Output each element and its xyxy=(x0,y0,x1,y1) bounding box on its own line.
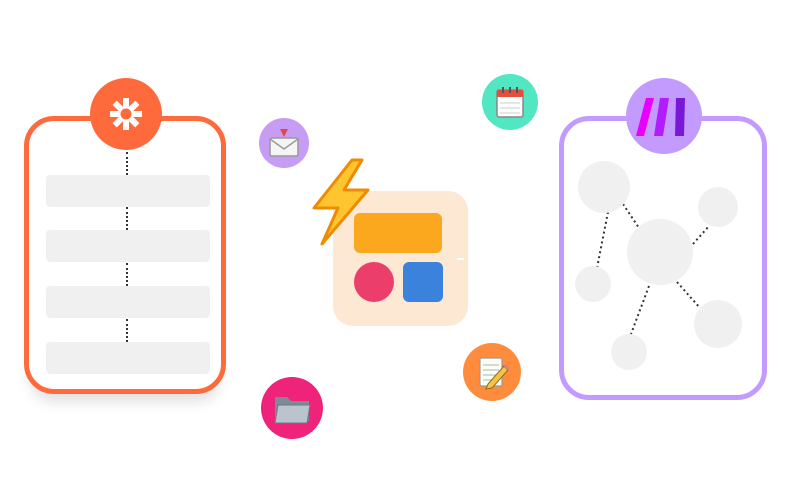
mail-bubble xyxy=(259,118,309,168)
graph-edge xyxy=(692,225,710,245)
calendar-bubble xyxy=(482,74,538,130)
step-connector xyxy=(126,152,128,175)
make-badge xyxy=(626,78,702,154)
graph-node xyxy=(694,300,742,348)
memo-pencil-icon xyxy=(479,357,510,390)
tile-circle-shape xyxy=(354,262,394,302)
memo-bubble xyxy=(463,343,521,401)
tile-bar-shape xyxy=(354,213,442,253)
graph-edge xyxy=(676,281,701,309)
graph-edge xyxy=(630,285,650,335)
workflow-step-1 xyxy=(46,175,210,207)
asterisk-logo-icon xyxy=(110,98,142,130)
step-connector xyxy=(126,319,128,342)
workflow-step-4 xyxy=(46,342,210,374)
stacked-bars-logo-icon xyxy=(636,98,685,136)
step-connector xyxy=(126,207,128,230)
graph-node xyxy=(578,161,630,213)
workflow-step-3 xyxy=(46,286,210,318)
step-connector xyxy=(126,263,128,286)
zapier-badge xyxy=(90,78,162,150)
connector-tick xyxy=(457,258,464,260)
graph-node xyxy=(698,187,738,227)
workflow-step-2 xyxy=(46,230,210,262)
graph-edge xyxy=(622,203,640,229)
tile-square-shape xyxy=(403,262,443,302)
graph-node xyxy=(575,266,611,302)
graph-edge xyxy=(596,211,609,269)
envelope-icon xyxy=(269,129,299,157)
graph-node-hub xyxy=(627,219,693,285)
lightning-bolt-icon xyxy=(312,158,370,246)
graph-node xyxy=(611,334,647,370)
scenario-graph xyxy=(596,203,710,335)
calendar-icon xyxy=(496,87,524,118)
folder-icon xyxy=(274,397,311,424)
folder-bubble xyxy=(261,377,323,439)
